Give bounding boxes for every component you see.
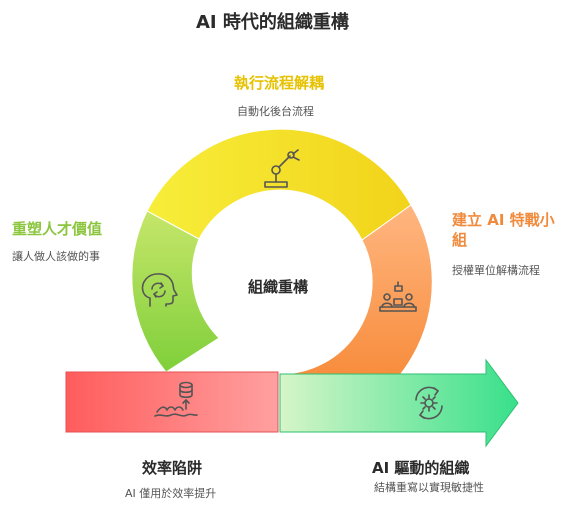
team-meeting-icon bbox=[379, 281, 417, 312]
ring-segment-top bbox=[146, 128, 412, 241]
robot-arm-icon bbox=[264, 149, 300, 188]
right-description: 授權單位解構流程 bbox=[452, 264, 540, 277]
bottom-left-heading: 效率陷阱 bbox=[142, 459, 203, 477]
head-cycle-icon bbox=[141, 273, 178, 307]
bottom-right-description: 結構重寫以實現敏捷性 bbox=[374, 481, 484, 494]
top-heading: 執行流程解耦 bbox=[234, 74, 325, 92]
bottom-right-heading: AI 驅動的組織 bbox=[372, 459, 470, 477]
left-description: 讓人做人該做的事 bbox=[12, 250, 100, 263]
right-heading: 建立 AI 特戰小組 bbox=[452, 211, 555, 249]
gear-cycle-icon bbox=[415, 386, 443, 420]
ai-driven-arrow bbox=[279, 358, 519, 448]
database-waves-icon bbox=[154, 381, 198, 417]
bottom-left-description: AI 僅用於效率提升 bbox=[125, 487, 217, 500]
efficiency-trap-block bbox=[65, 371, 279, 433]
top-description: 自動化後台流程 bbox=[237, 105, 314, 118]
left-heading: 重塑人才價值 bbox=[12, 220, 103, 238]
diagram-title: AI 時代的組織重構 bbox=[196, 12, 349, 33]
center-label: 組織重構 bbox=[248, 278, 309, 296]
